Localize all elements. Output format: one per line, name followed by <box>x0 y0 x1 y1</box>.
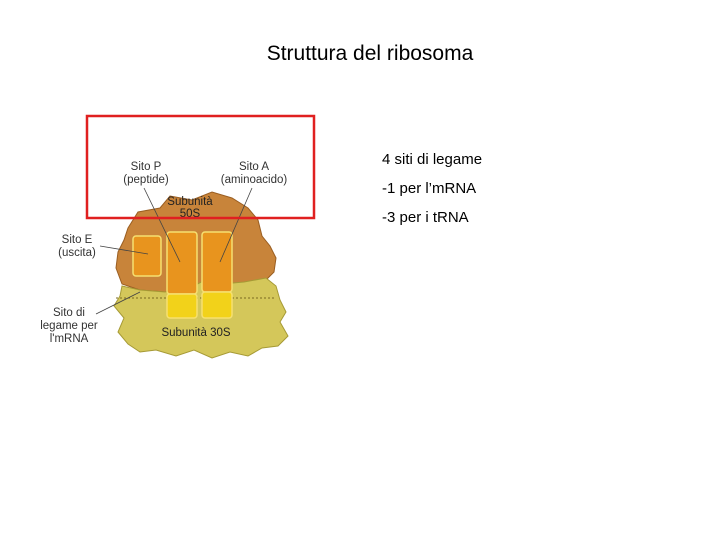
site-a-box <box>202 232 232 292</box>
site-e-sublabel: (uscita) <box>58 247 96 259</box>
bullet-item: -1 per l’mRNA <box>382 179 482 208</box>
site-a-label: Sito A <box>239 161 269 173</box>
bullet-item: 4 siti di legame <box>382 150 482 179</box>
small-subunit-label: Subunità 30S <box>161 327 230 339</box>
site-p-box <box>167 232 197 294</box>
large-subunit-label: Subunità <box>167 196 213 208</box>
small-subunit-30s <box>114 278 288 358</box>
site-p-sublabel: (peptide) <box>123 174 169 186</box>
bullet-item: -3 per i tRNA <box>382 208 482 237</box>
site-p-label: Sito P <box>131 161 162 173</box>
site-a-sublabel: (aminoacido) <box>221 174 288 186</box>
mrna-site-sublabel-2: l'mRNA <box>50 333 89 345</box>
site-e-label: Sito E <box>62 234 93 246</box>
mrna-site-sublabel-1: legame per <box>40 320 98 332</box>
site-e-box <box>133 236 161 276</box>
mrna-site-label: Sito di <box>53 307 85 319</box>
bullet-list: 4 siti di legame -1 per l’mRNA -3 per i … <box>382 150 482 237</box>
